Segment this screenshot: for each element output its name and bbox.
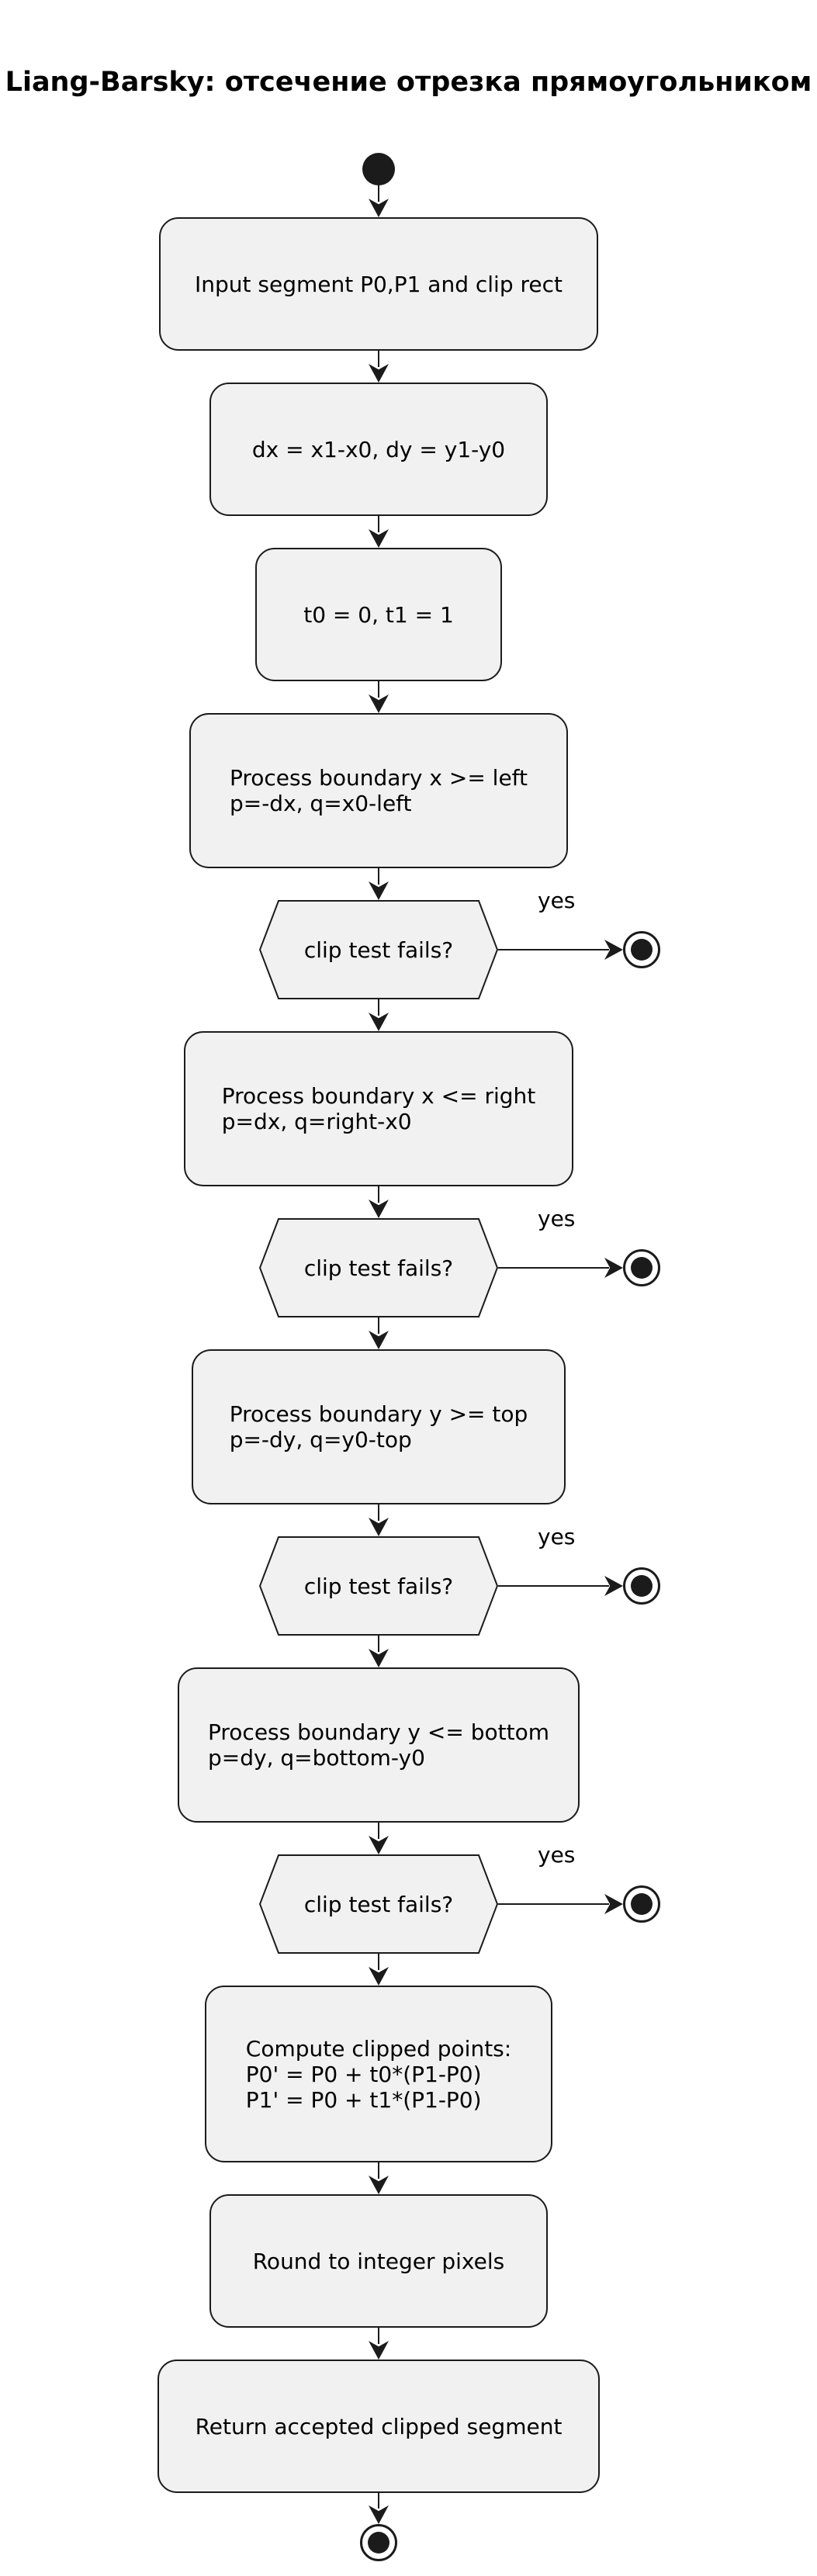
arrow-line bbox=[378, 1186, 379, 1203]
final-node-1 bbox=[623, 931, 660, 968]
step-input: Input segment P0,P1 and clip rect bbox=[159, 217, 598, 351]
flow-arrow bbox=[369, 681, 389, 713]
decision-question: clip test fails? bbox=[303, 937, 454, 963]
step-text: Input segment P0,P1 and clip rect bbox=[194, 271, 563, 297]
arrow-line bbox=[378, 351, 379, 367]
hexagon-outline bbox=[259, 1218, 498, 1317]
hexagon-outline bbox=[259, 1854, 498, 1954]
flow-arrow bbox=[369, 1186, 389, 1218]
final-node-3 bbox=[623, 1567, 660, 1605]
arrow-line bbox=[378, 1954, 379, 1970]
hexagon-shape bbox=[259, 1854, 498, 1954]
branch-label-yes: yes bbox=[538, 1524, 576, 1549]
branch-label-yes: yes bbox=[538, 888, 576, 913]
hexagon-outline bbox=[259, 900, 498, 999]
hexagon-shape bbox=[259, 1218, 498, 1317]
arrow-line bbox=[378, 1823, 379, 1839]
step-return-segment: Return accepted clipped segment bbox=[158, 2360, 600, 2493]
end-node bbox=[360, 2524, 397, 2561]
step-boundary-left: Process boundary x >= left p=-dx, q=x0-l… bbox=[189, 713, 568, 868]
step-text: p=dy, q=bottom-y0 bbox=[208, 1745, 425, 1771]
arrow-line bbox=[378, 1317, 379, 1334]
step-text: Process boundary y <= bottom bbox=[208, 1719, 549, 1745]
arrow-line bbox=[498, 1903, 609, 1905]
decision-question: clip test fails? bbox=[303, 1573, 454, 1599]
flow-arrow bbox=[369, 2162, 389, 2194]
step-text: Process boundary x <= right bbox=[221, 1083, 536, 1109]
arrow-line bbox=[378, 2493, 379, 2508]
step-text: p=dx, q=right-x0 bbox=[221, 1109, 412, 1134]
step-text: Process boundary x >= left bbox=[229, 765, 528, 791]
flow-arrow bbox=[369, 999, 389, 1031]
final-node-2 bbox=[623, 1249, 660, 1286]
arrow-line bbox=[498, 1585, 609, 1587]
final-node-core bbox=[631, 1575, 653, 1597]
branch-arrow-yes bbox=[498, 940, 623, 960]
step-boundary-right: Process boundary x <= right p=dx, q=righ… bbox=[184, 1031, 573, 1186]
arrow-line bbox=[378, 681, 379, 698]
arrow-line bbox=[378, 185, 379, 202]
arrow-line bbox=[378, 1504, 379, 1521]
step-init-t: t0 = 0, t1 = 1 bbox=[255, 548, 502, 681]
flow-arrow bbox=[369, 2493, 389, 2524]
hexagon-shape bbox=[259, 1536, 498, 1636]
step-text: p=-dy, q=y0-top bbox=[229, 1427, 412, 1452]
flow-arrow bbox=[369, 868, 389, 900]
step-text: P1' = P0 + t1*(P1-P0) bbox=[245, 2086, 482, 2113]
arrow-line bbox=[378, 999, 379, 1016]
arrow-line bbox=[378, 2162, 379, 2179]
flow-arrow bbox=[369, 1823, 389, 1854]
arrow-line bbox=[498, 949, 609, 950]
flow-arrow bbox=[369, 2328, 389, 2360]
step-boundary-bottom: Process boundary y <= bottom p=dy, q=bot… bbox=[178, 1667, 580, 1823]
step-text: t0 = 0, t1 = 1 bbox=[303, 601, 454, 628]
step-boundary-top: Process boundary y >= top p=-dy, q=y0-to… bbox=[192, 1349, 566, 1504]
step-text: p=-dx, q=x0-left bbox=[229, 791, 412, 816]
diagram-title: Liang-Barsky: отсечение отрезка прямоуго… bbox=[5, 67, 812, 98]
flow-arrow bbox=[369, 1317, 389, 1349]
arrow-line bbox=[378, 868, 379, 885]
flow-arrow bbox=[369, 516, 389, 548]
final-node-core bbox=[368, 2532, 389, 2553]
start-node bbox=[362, 153, 395, 185]
decision-clip-test-1: clip test fails? bbox=[259, 900, 498, 999]
step-text: Compute clipped points: bbox=[245, 2035, 512, 2062]
step-text: Process boundary y >= top bbox=[229, 1401, 528, 1427]
step-text: Return accepted clipped segment bbox=[195, 2413, 563, 2439]
branch-arrow-yes bbox=[498, 1894, 623, 1914]
final-node-core bbox=[631, 1893, 653, 1915]
final-node-core bbox=[631, 1257, 653, 1279]
flow-arrow bbox=[369, 351, 389, 383]
step-text: Round to integer pixels bbox=[252, 2248, 505, 2274]
hexagon-outline bbox=[259, 1536, 498, 1636]
flow-arrow bbox=[369, 1636, 389, 1667]
step-text: dx = x1-x0, dy = y1-y0 bbox=[251, 436, 506, 462]
arrow-line bbox=[378, 1636, 379, 1652]
arrow-line bbox=[378, 516, 379, 532]
final-node-4 bbox=[623, 1885, 660, 1923]
flow-arrow bbox=[369, 1954, 389, 1986]
decision-clip-test-3: clip test fails? bbox=[259, 1536, 498, 1636]
step-compute-points: Compute clipped points: P0' = P0 + t0*(P… bbox=[205, 1986, 552, 2162]
final-node-core bbox=[631, 939, 653, 961]
step-deltas: dx = x1-x0, dy = y1-y0 bbox=[209, 383, 548, 516]
decision-question: clip test fails? bbox=[303, 1891, 454, 1917]
decision-clip-test-2: clip test fails? bbox=[259, 1218, 498, 1317]
arrow-line bbox=[498, 1267, 609, 1269]
step-round-pixels: Round to integer pixels bbox=[209, 2194, 548, 2328]
decision-question: clip test fails? bbox=[303, 1255, 454, 1281]
arrow-line bbox=[378, 2328, 379, 2344]
branch-arrow-yes bbox=[498, 1258, 623, 1278]
branch-arrow-yes bbox=[498, 1576, 623, 1596]
flow-arrow bbox=[369, 185, 389, 217]
flow-arrow bbox=[369, 1504, 389, 1536]
hexagon-shape bbox=[259, 900, 498, 999]
decision-clip-test-4: clip test fails? bbox=[259, 1854, 498, 1954]
branch-label-yes: yes bbox=[538, 1842, 576, 1868]
branch-label-yes: yes bbox=[538, 1206, 576, 1231]
step-text: P0' = P0 + t0*(P1-P0) bbox=[245, 2061, 482, 2087]
